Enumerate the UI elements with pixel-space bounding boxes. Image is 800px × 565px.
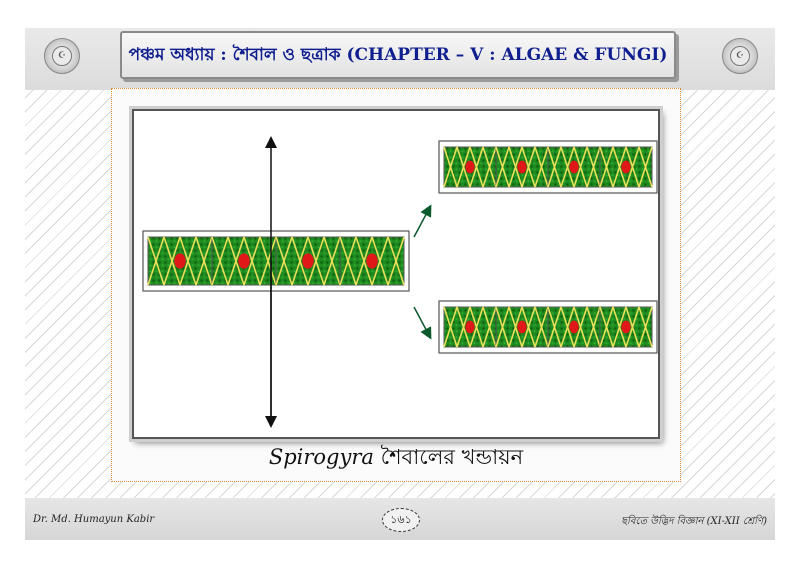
parent-cell [339, 236, 405, 286]
daughter-top-chloroplast-band [586, 146, 601, 188]
footer-author: Dr. Md. Humayun Kabir [33, 514, 155, 525]
chapter-title: পঞ্চম অধ্যায় : শৈবাল ও ছত্রাক (CHAPTER … [128, 45, 668, 65]
filaments-group [142, 140, 658, 354]
daughter-bottom-chloroplast-band [443, 306, 458, 348]
daughter-top-nucleus [517, 160, 527, 174]
daughter-bottom-cell [547, 306, 601, 348]
parent-nucleus [302, 253, 314, 269]
daughter-bottom-chloroplast-band [495, 306, 510, 348]
parent-chloroplast-band [371, 236, 389, 286]
daughter-top-chloroplast-band [508, 146, 523, 188]
daughter-top-chloroplast-band [573, 146, 588, 188]
parent-chloroplast-band [323, 236, 341, 286]
daughter-bottom-chloroplast-band [547, 306, 562, 348]
daughter-bottom-cell [443, 306, 497, 348]
daughter-bottom-chloroplast-band [625, 306, 640, 348]
parent-nucleus [238, 253, 250, 269]
parent-chloroplast-band [307, 236, 325, 286]
daughter-bottom-nucleus [465, 320, 475, 334]
parent-chloroplast-band [275, 236, 293, 286]
parent-nucleus [174, 253, 186, 269]
daughter-top-chloroplast-band [456, 146, 471, 188]
parent-chloroplast-band [227, 236, 245, 286]
daughter-top-nucleus [465, 160, 475, 174]
daughter-bottom-chloroplast-band [482, 306, 497, 348]
daughter-bottom-nucleus [569, 320, 579, 334]
parent-chloroplast-band [355, 236, 373, 286]
daughter-bottom-chloroplast-band [638, 306, 653, 348]
daughter-bottom-cell [599, 306, 653, 348]
daughter-bottom-chloroplast-band [456, 306, 471, 348]
daughter-bottom-chloroplast-band [599, 306, 614, 348]
fragment-arrow-bottom [413, 306, 432, 340]
daughter-bottom-chloroplast-band [560, 306, 575, 348]
parent-cell [147, 236, 213, 286]
left-emblem-icon: ☪ [44, 38, 80, 74]
daughter-top-chloroplast-band [599, 146, 614, 188]
parent-nucleus [366, 253, 378, 269]
parent-chloroplast-band [243, 236, 261, 286]
page-number: ১৬১ [382, 508, 420, 532]
daughter-bottom-chloroplast-band [469, 306, 484, 348]
daughter-top-chloroplast-band [495, 146, 510, 188]
daughter-top-chloroplast-band [638, 146, 653, 188]
parent-cell [275, 236, 341, 286]
parent-chloroplast-band [195, 236, 213, 286]
parent-chloroplast-band [339, 236, 357, 286]
daughter-top-chloroplast-band [625, 146, 640, 188]
daughter-bottom-chloroplast-band [521, 306, 536, 348]
diagram-caption: Spirogyra শৈবালের খন্ডায়ন [112, 441, 680, 476]
daughter-top-cell [443, 146, 497, 188]
chapter-title-box: পঞ্চম অধ্যায় : শৈবাল ও ছত্রাক (CHAPTER … [120, 31, 676, 79]
parent-filament [142, 230, 410, 292]
daughter-top-filament [438, 140, 658, 194]
spirogyra-fragmentation-diagram [142, 136, 658, 428]
daughter-top-chloroplast-band [443, 146, 458, 188]
right-emblem-icon: ☪ [722, 38, 758, 74]
daughter-bottom-chloroplast-band [508, 306, 523, 348]
daughter-bottom-chloroplast-band [586, 306, 601, 348]
daughter-top-nucleus [621, 160, 631, 174]
daughter-bottom-filament [438, 300, 658, 354]
daughter-bottom-chloroplast-band [612, 306, 627, 348]
daughter-top-chloroplast-band [521, 146, 536, 188]
daughter-top-chloroplast-band [612, 146, 627, 188]
daughter-top-chloroplast-band [482, 146, 497, 188]
daughter-bottom-nucleus [517, 320, 527, 334]
fragment-arrow-top [413, 204, 432, 238]
parent-cell-body [339, 236, 405, 286]
daughter-top-cell [495, 146, 549, 188]
daughter-bottom-chloroplast-band [534, 306, 549, 348]
daughter-bottom-chloroplast-band [573, 306, 588, 348]
daughter-bottom-cell [495, 306, 549, 348]
daughter-top-chloroplast-band [547, 146, 562, 188]
parent-chloroplast-band [147, 236, 165, 286]
footer-book-title: ছবিতে উদ্ভিদ বিজ্ঞান (XI-XII শ্রেণি) [620, 516, 767, 527]
daughter-bottom-nucleus [621, 320, 631, 334]
parent-chloroplast-band [387, 236, 405, 286]
parent-cell [211, 236, 277, 286]
daughter-top-cell [599, 146, 653, 188]
daughter-top-chloroplast-band [560, 146, 575, 188]
content-panel: Spirogyra শৈবালের খন্ডায়ন [111, 88, 681, 482]
daughter-top-nucleus [569, 160, 579, 174]
parent-chloroplast-band [179, 236, 197, 286]
caption-text: শৈবালের খন্ডায়ন [373, 445, 524, 469]
parent-chloroplast-band [211, 236, 229, 286]
daughter-top-chloroplast-band [469, 146, 484, 188]
slide: ☪ ☪ পঞ্চম অধ্যায় : শৈবাল ও ছত্রাক (CHAP… [25, 28, 775, 540]
parent-chloroplast-band [259, 236, 277, 286]
diagram-frame [132, 109, 660, 439]
caption-genus: Spirogyra [268, 445, 374, 469]
daughter-top-cell [547, 146, 601, 188]
daughter-top-chloroplast-band [534, 146, 549, 188]
parent-chloroplast-band [163, 236, 181, 286]
parent-chloroplast-band [291, 236, 309, 286]
